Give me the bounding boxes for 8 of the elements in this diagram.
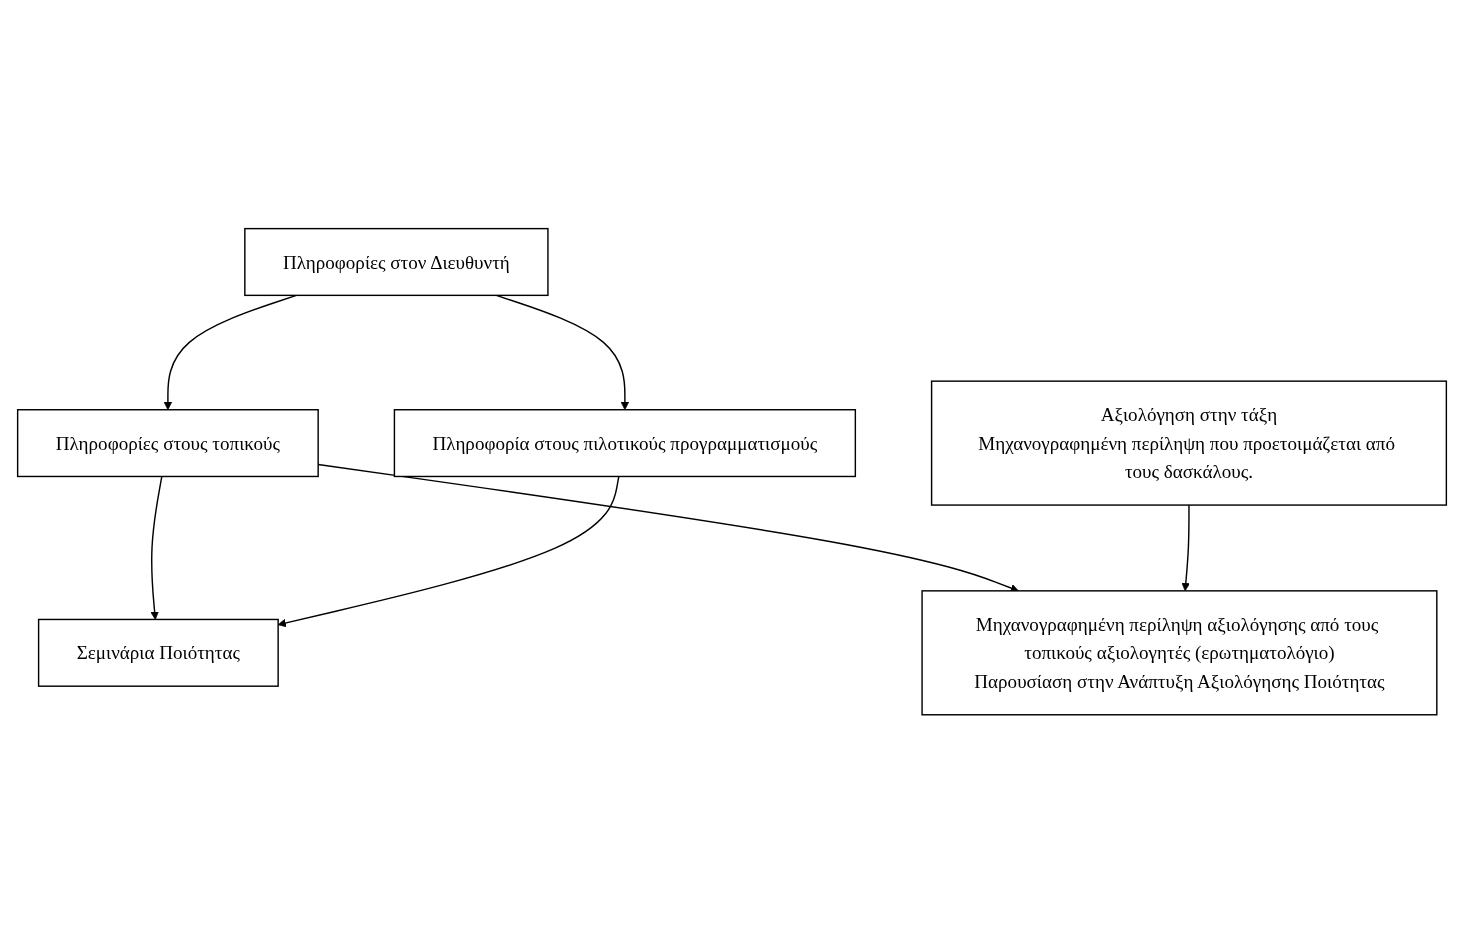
node-box: Πληροφορία στους πιλοτικούς προγραμματισμούς bbox=[393, 408, 857, 477]
node-box: Πληροφορίες στους τοπικούς bbox=[16, 408, 319, 477]
arrow bbox=[1181, 504, 1190, 592]
node-box: Σεμινάρια Ποιότητας bbox=[37, 618, 279, 687]
node-box: Μηχανογραφημένη περίληψη αξιολόγησης από τους τοπικούς αξιολογητές (ερωτηματολόγιο) Παρουσίαση στην Ανάπτυξη Αξιολόγησης Ποιότητας bbox=[921, 589, 1438, 716]
node-box: Αξιολόγηση στην τάξη Μηχανογραφημένη περίληψη που προετοιμάζεται από τους δασκάλους. bbox=[930, 380, 1448, 506]
node-box: Πληροφορίες στον Διευθυντή bbox=[244, 227, 549, 296]
arrow bbox=[150, 475, 163, 620]
